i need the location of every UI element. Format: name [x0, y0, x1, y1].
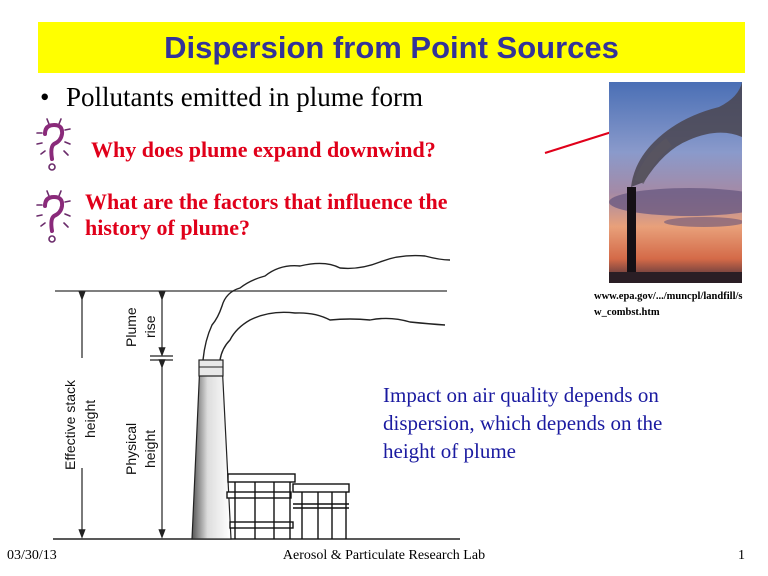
question-2-line-1: What are the factors that influence the — [85, 189, 448, 214]
smokestack-photo — [609, 82, 768, 283]
impact-line-1: Impact on air quality depends on — [383, 383, 659, 407]
label-physical-height-2: height — [142, 430, 158, 468]
bullet-item: • Pollutants emitted in plume form — [40, 82, 423, 113]
impact-line-3: height of plume — [383, 439, 516, 463]
footer-center: Aerosol & Particulate Research Lab — [282, 548, 486, 563]
question-bulb-icon — [36, 118, 71, 171]
title-banner — [38, 22, 745, 73]
question-bulb-icon — [36, 190, 71, 243]
question-2-line-2: history of plume? — [85, 215, 250, 240]
caption-line-2: w_combst.htm — [594, 307, 660, 318]
bullet-text: Pollutants emitted in plume form — [66, 82, 423, 112]
label-effective-stack-height-2: height — [82, 400, 98, 438]
impact-line-2: dispersion, which depends on the — [383, 411, 663, 435]
question-2-text: What are the factors that influence the … — [85, 189, 448, 241]
question-icon-1 — [33, 117, 73, 182]
question-1-text: Why does plume expand downwind? — [91, 137, 436, 163]
label-plume-rise-2: rise — [142, 315, 158, 338]
question-1-line-1: Why does plume expand downwind? — [91, 137, 436, 162]
stack-height-diagram: Effective stack height Plume rise Physic… — [53, 254, 460, 540]
impact-text: Impact on air quality depends on dispers… — [383, 381, 763, 465]
page-number: 1 — [738, 548, 745, 563]
label-effective-stack-height-1: Effective stack — [62, 379, 78, 470]
footer-date: 03/30/13 — [7, 548, 57, 563]
label-plume-rise-1: Plume — [123, 307, 139, 347]
label-physical-height-1: Physical — [123, 423, 139, 475]
photo-caption: www.epa.gov/.../muncpl/landfill/s w_comb… — [594, 289, 768, 321]
slide-title: Dispersion from Point Sources — [164, 30, 619, 65]
bullet-marker: • — [40, 82, 50, 112]
caption-line-1: www.epa.gov/.../muncpl/landfill/s — [594, 291, 743, 302]
question-icon-2 — [33, 189, 73, 254]
